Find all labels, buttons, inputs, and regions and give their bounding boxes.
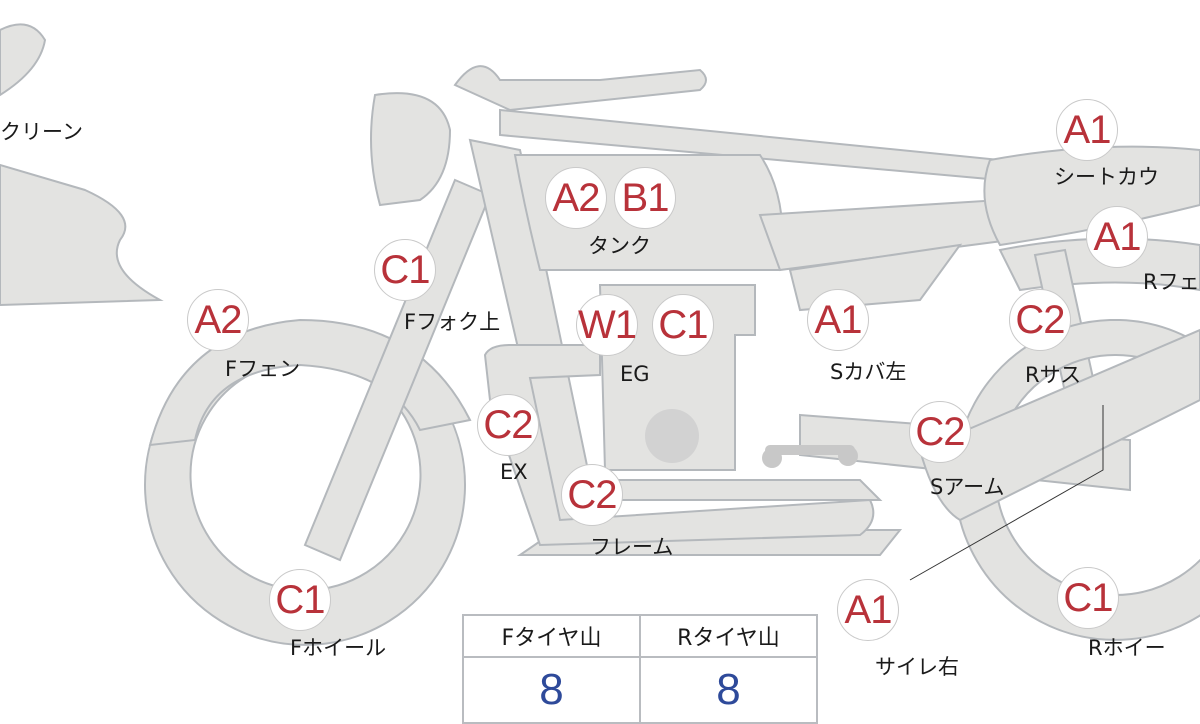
part-label-front-fender: Fフェン [225,357,301,381]
part-label-rear-wheel: Rホイー [1088,636,1166,660]
part-label-screen: クリーン [0,120,83,144]
screen-shape [0,23,47,97]
grade-badge-silencer-right: A1 [837,579,899,641]
grade-badge-swing-arm: C2 [909,401,971,463]
grade-badge-rear-fender: A1 [1086,206,1148,268]
part-label-tank: タンク [588,234,651,258]
silencer-shape [918,328,1200,522]
headlight-shape [370,92,452,207]
grade-badge-rear-wheel: C1 [1057,567,1119,629]
grade-badge-frame: C2 [561,464,623,526]
grade-badge-side-cover-left: A1 [807,289,869,351]
grade-badge-tank-2: B1 [614,167,676,229]
grade-badge-front-fender: A2 [187,289,249,351]
fork-shape [303,178,492,562]
front-cowl-shape [0,163,164,307]
part-label-seat-cowl: シートカウ [1054,165,1159,189]
grade-badge-rear-suspension: C2 [1009,289,1071,351]
part-label-silencer-right: サイレ右 [875,655,959,679]
grade-badge-engine-2: C1 [652,294,714,356]
part-label-engine: EG [620,362,650,386]
tire-tread-table: Fタイヤ山 Rタイヤ山 8 8 [462,614,818,724]
part-label-front-fork-upper: Fフォク上 [404,310,501,334]
rear-tire-header: Rタイヤ山 [639,614,818,658]
part-label-side-cover-left: Sカバ左 [830,360,907,384]
front-tire-header: Fタイヤ山 [462,614,641,658]
part-label-frame: フレーム [590,535,674,559]
rear-tire-value: 8 [639,656,818,724]
handlebar-shape [453,65,707,112]
grade-badge-front-wheel: C1 [269,569,331,631]
grade-badge-front-fork-upper: C1 [374,239,436,301]
exhaust-shape [483,344,875,547]
grade-badge-engine-1: W1 [576,294,638,356]
grade-badge-seat-cowl: A1 [1056,99,1118,161]
part-label-rear-fender: Rフェ [1143,270,1200,294]
part-label-exhaust: EX [500,460,528,484]
silencer-leader-line [909,405,1104,581]
grade-badge-exhaust: C2 [477,394,539,456]
part-label-rear-suspension: Rサス [1025,363,1082,387]
engine-detail [645,409,699,463]
part-label-swing-arm: Sアーム [930,475,1005,499]
part-label-front-wheel: Fホイール [290,636,387,660]
grade-badge-tank-1: A2 [545,167,607,229]
front-tire-value: 8 [462,656,641,724]
